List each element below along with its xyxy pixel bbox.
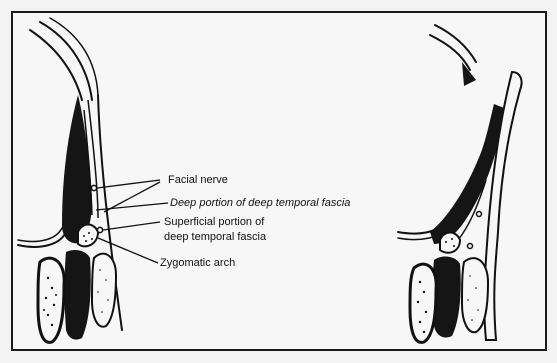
coronoid-right: [410, 264, 436, 342]
temporalis-muscle: [62, 95, 92, 243]
scalp-outline: [40, 22, 92, 100]
label-superficial-portion-line2: deep temporal fascia: [164, 231, 266, 244]
inner-skull-line: [18, 232, 66, 247]
coronoid-process: [38, 258, 64, 342]
label-deep-portion: Deep portion of deep temporal fascia: [170, 197, 350, 210]
leader-lines: [96, 180, 168, 263]
label-zygomatic-arch: Zygomatic arch: [160, 257, 235, 270]
marker-facial-nerve: [91, 185, 96, 190]
marker-superficial: [97, 227, 102, 232]
skull-outline: [30, 30, 82, 100]
masseter-muscle: [65, 250, 91, 340]
zygomatic-arch: [78, 225, 98, 247]
leader-superficial: [103, 222, 160, 230]
mandible-right: [462, 258, 488, 332]
label-superficial-portion-line1: Superficial portion of: [164, 216, 264, 229]
mandible-ramus: [92, 254, 116, 327]
label-facial-nerve: Facial nerve: [168, 174, 228, 187]
retraction-arrow-icon: [462, 62, 476, 86]
zygomatic-arch-right: [440, 233, 460, 253]
